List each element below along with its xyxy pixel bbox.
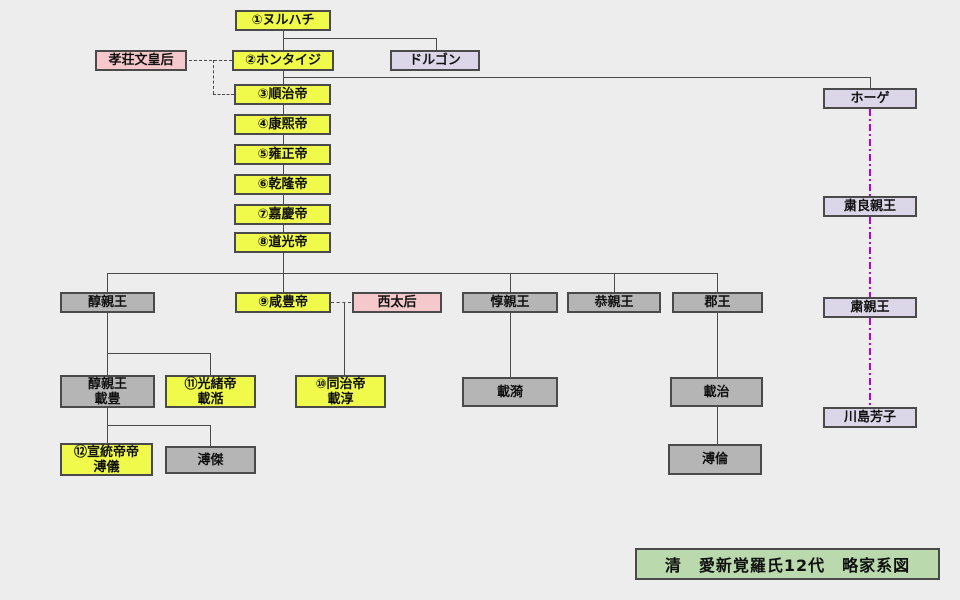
- connector-dorgon-branch-h: [283, 38, 436, 39]
- connector-drop-kyoshinno: [614, 273, 615, 292]
- node-label: ⑩同治帝: [315, 376, 366, 392]
- connector-hoge-drop: [870, 77, 871, 88]
- node-doko: ⑧道光帝: [234, 232, 331, 253]
- node-label: 醇親王: [87, 295, 127, 310]
- connector-fuketsu-drop: [210, 425, 211, 446]
- marriage-line-koso-junchi: [213, 94, 234, 95]
- node-dorgon: ドルゴン: [390, 50, 480, 71]
- connector-drop-gunno: [717, 273, 718, 292]
- node-seitaigo: 西太后: [352, 292, 442, 313]
- lineage-line-hoge-shukuryo: [869, 109, 871, 196]
- connector-drop-tonshinno: [510, 273, 511, 292]
- connector-kakei-doko: [283, 225, 284, 232]
- node-label: ⑥乾隆帝: [257, 177, 308, 192]
- diagram-title: 清 愛新覚羅氏12代 略家系図: [635, 548, 940, 580]
- node-hongtaiji: ②ホンタイジ: [232, 50, 334, 71]
- diagram-title-text: 清 愛新覚羅氏12代 略家系図: [664, 556, 911, 575]
- node-label: ①ヌルハチ: [251, 13, 315, 28]
- connector-yosei-kenryu: [283, 165, 284, 174]
- node-saii: 載漪: [462, 377, 558, 407]
- node-label: 惇親王: [490, 295, 530, 310]
- node-junshinnosaiho: 醇親王 載豊: [60, 375, 155, 408]
- node-label: ⑧道光帝: [257, 235, 308, 250]
- node-label-line2: 載豊: [94, 391, 121, 407]
- node-koki: ④康煕帝: [234, 114, 331, 135]
- node-tonshinno: 惇親王: [462, 292, 558, 313]
- node-junchi: ③順治帝: [234, 84, 331, 105]
- node-kyoshinno: 恭親王: [567, 292, 661, 313]
- marriage-line-koso-hongtaiji: [189, 60, 232, 61]
- node-label: ⑨咸豊帝: [257, 295, 308, 310]
- connector-kanpo-dochi: [344, 303, 345, 375]
- connector-doko-down: [283, 253, 284, 273]
- node-shukuryoshinno: 粛良親王: [823, 196, 917, 217]
- node-kenryu: ⑥乾隆帝: [234, 174, 331, 195]
- connector-junshinno-fork-h: [107, 353, 211, 354]
- node-label: ④康煕帝: [257, 117, 308, 132]
- marriage-line-kanpo-seitaigo: [331, 302, 351, 303]
- node-kosobunkogo: 孝荘文皇后: [95, 50, 187, 71]
- node-label: 孝荘文皇后: [108, 53, 174, 68]
- node-label: 溥倫: [701, 452, 728, 467]
- node-label: 載漪: [496, 384, 523, 400]
- node-saiji: 載治: [670, 377, 763, 407]
- node-label-line2: 溥儀: [93, 459, 120, 475]
- node-junshinno: 醇親王: [60, 292, 155, 313]
- connector-tonshinno-saii: [510, 313, 511, 377]
- marriage-line-koso-vertical: [213, 60, 214, 94]
- node-label: 郡王: [704, 295, 731, 310]
- node-hoge: ホーゲ: [823, 88, 917, 109]
- connector-koki-yosei: [283, 135, 284, 144]
- node-kakei: ⑦嘉慶帝: [234, 204, 331, 225]
- node-gunno: 郡王: [672, 292, 763, 313]
- node-furin: 溥倫: [668, 444, 762, 475]
- node-sento: ⑫宣統帝帝 溥儀: [60, 443, 153, 476]
- connector-drop-kanpo: [283, 273, 284, 292]
- node-label: ⑪光緒帝: [184, 376, 237, 392]
- connector-junshinno-down: [107, 313, 108, 375]
- node-kanpo: ⑨咸豊帝: [235, 292, 331, 313]
- node-label: 恭親王: [594, 295, 634, 310]
- connector-hoge-branch-h: [283, 77, 870, 78]
- node-label: 川島芳子: [843, 410, 896, 425]
- node-label: 粛良親王: [843, 199, 896, 214]
- connector-generation-bus: [107, 273, 717, 274]
- connector-saiji-furin: [717, 407, 718, 444]
- node-label: ホーゲ: [850, 91, 890, 106]
- node-label: ③順治帝: [257, 87, 308, 102]
- connector-kenryu-kakei: [283, 195, 284, 204]
- node-shukushinno: 粛親王: [823, 297, 917, 318]
- node-kawashima: 川島芳子: [823, 407, 917, 428]
- node-label: 西太后: [377, 295, 417, 310]
- lineage-line-shuku-kawashima: [869, 318, 871, 407]
- connector-junchi-koki: [283, 105, 284, 114]
- connector-kosho-drop: [210, 353, 211, 375]
- node-label: ⑦嘉慶帝: [257, 207, 308, 222]
- node-label: 溥傑: [197, 452, 224, 468]
- node-fuketsu: 溥傑: [165, 446, 256, 474]
- node-nurhaci: ①ヌルハチ: [235, 10, 331, 31]
- node-label: ②ホンタイジ: [244, 53, 321, 68]
- node-label: 醇親王: [87, 376, 127, 392]
- lineage-line-shukuryo-shuku: [869, 217, 871, 297]
- node-label: ドルゴン: [409, 53, 461, 68]
- node-label: ⑤雍正帝: [257, 147, 308, 162]
- node-label: ⑫宣統帝帝: [73, 444, 139, 460]
- node-yosei: ⑤雍正帝: [234, 144, 331, 165]
- connector-saiho-fork-h: [107, 425, 211, 426]
- connector-nurhaci-down: [283, 31, 284, 50]
- node-dochi: ⑩同治帝 載淳: [295, 375, 386, 408]
- connector-drop-junshinno: [107, 273, 108, 292]
- node-label-line2: 載淳: [327, 391, 354, 407]
- node-label: 載治: [703, 384, 730, 400]
- connector-gunno-saiji: [717, 313, 718, 377]
- node-label: 粛親王: [850, 300, 890, 315]
- node-label-line2: 載湉: [197, 391, 224, 407]
- node-kosho: ⑪光緒帝 載湉: [165, 375, 256, 408]
- connector-dorgon-drop: [436, 38, 437, 50]
